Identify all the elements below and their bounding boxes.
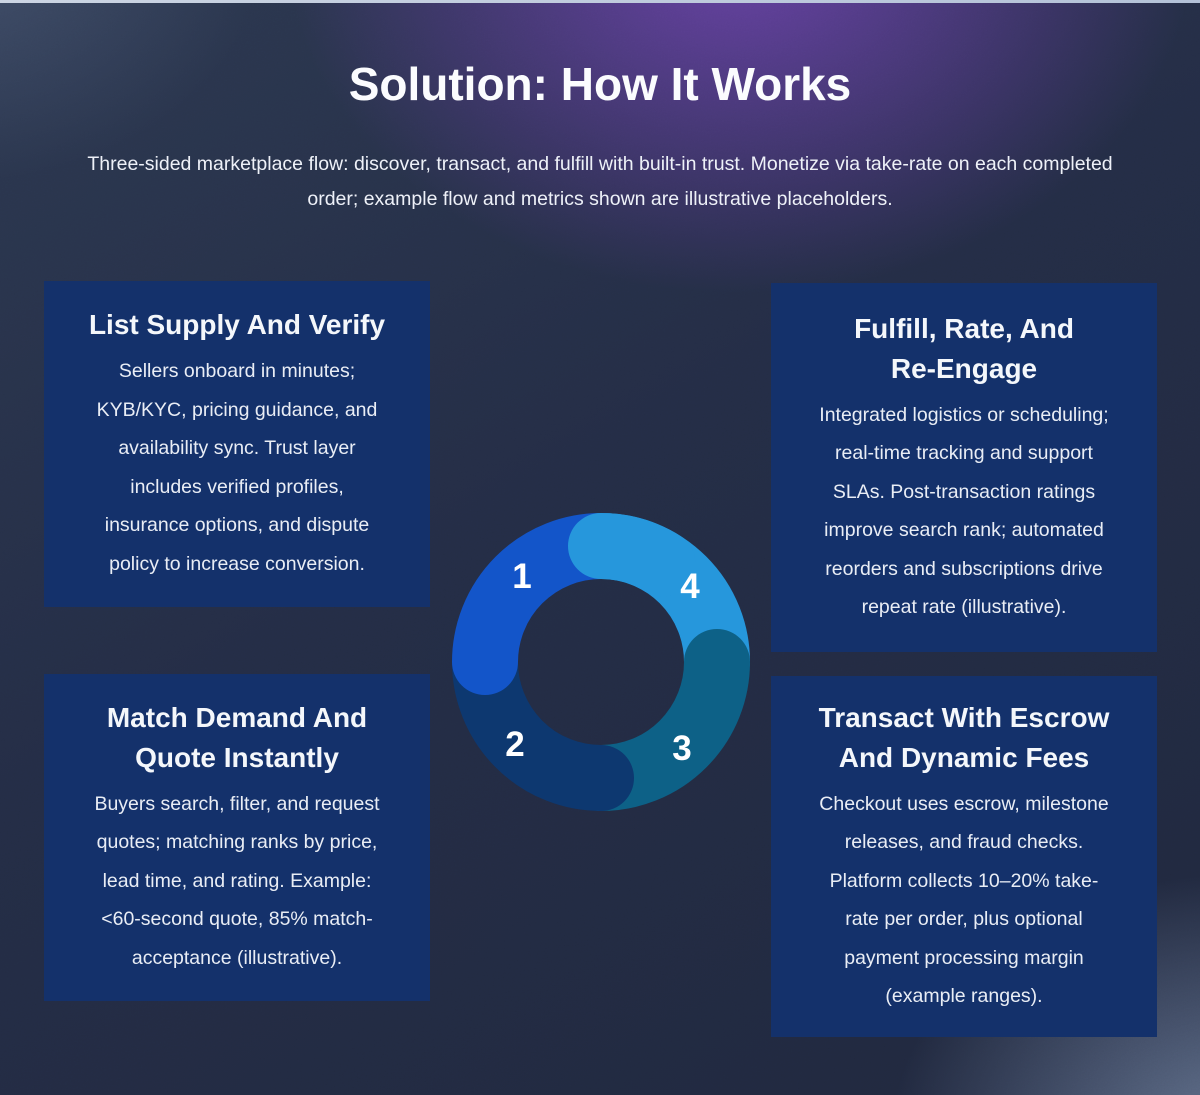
text-line: rate per order, plus optional	[845, 908, 1083, 930]
card-body-text: Integrated logistics or scheduling; real-…	[793, 396, 1135, 627]
text-line: SLAs. Post-transaction ratings	[832, 480, 1096, 503]
text-line: improve search rank; automated	[824, 519, 1104, 541]
top-accent-strip	[0, 0, 1200, 3]
step-4-label: 4	[680, 567, 700, 606]
text-line: Three-sided marketplace flow: discover, …	[87, 153, 1113, 175]
text-line: Transact With Escrow	[818, 701, 1110, 733]
card-body-text: Buyers search, filter, and request quotes…	[66, 785, 408, 978]
text-line: Fulfill, Rate, And	[854, 312, 1074, 344]
text-line: Checkout uses escrow, milestone	[819, 792, 1109, 815]
page-subtitle: Three-sided marketplace flow: discover, …	[0, 147, 1200, 217]
text-line: KYB/KYC, pricing guidance, and	[96, 398, 378, 421]
step-2-label: 2	[505, 725, 525, 764]
cycle-diagram	[452, 512, 750, 811]
text-line: Integrated logistics or scheduling;	[819, 403, 1109, 426]
text-line: availability sync. Trust layer	[118, 437, 356, 459]
text-line: Platform collects 10–20% take-	[829, 869, 1099, 892]
text-line: acceptance (illustrative).	[131, 946, 343, 969]
text-line: Re-Engage	[890, 352, 1038, 384]
text-line: <60-second quote, 85% match-	[101, 908, 373, 931]
text-line: repeat rate (illustrative).	[861, 596, 1067, 618]
text-line: lead time, and rating. Example:	[102, 869, 372, 892]
card-title: List Supply And Verify	[66, 305, 408, 345]
card-list-supply-and-verify: List Supply And Verify Sellers onboard i…	[44, 281, 430, 607]
segment-4-cap	[568, 512, 696, 597]
text-line: insurance options, and dispute	[104, 514, 370, 536]
text-line: Buyers search, filter, and request	[94, 792, 380, 815]
text-line: reorders and subscriptions drive	[825, 557, 1103, 580]
text-line: (example ranges).	[885, 985, 1043, 1007]
text-line: includes verified profiles,	[130, 475, 344, 498]
text-line: policy to increase conversion.	[109, 552, 365, 575]
text-line: payment processing margin	[844, 946, 1084, 969]
text-line: Sellers onboard in minutes;	[118, 360, 356, 382]
text-line: order; example flow and metrics shown ar…	[307, 188, 893, 210]
step-1-label: 1	[512, 557, 532, 596]
text-line: And Dynamic Fees	[838, 741, 1090, 773]
text-line: Quote Instantly	[135, 741, 339, 773]
text-line: quotes; matching ranks by price,	[96, 831, 378, 854]
card-body-text: Sellers onboard in minutes; KYB/KYC, pric…	[66, 352, 408, 583]
page-title: Solution: How It Works	[348, 58, 852, 110]
card-body-text: Checkout uses escrow, milestone releases,…	[793, 785, 1135, 1016]
step-3-label: 3	[672, 729, 692, 768]
text-line: List Supply And Verify	[88, 309, 386, 340]
text-line: real-time tracking and support	[835, 442, 1093, 464]
text-line: releases, and fraud checks.	[844, 831, 1084, 853]
text-line: Match Demand And	[106, 701, 368, 733]
